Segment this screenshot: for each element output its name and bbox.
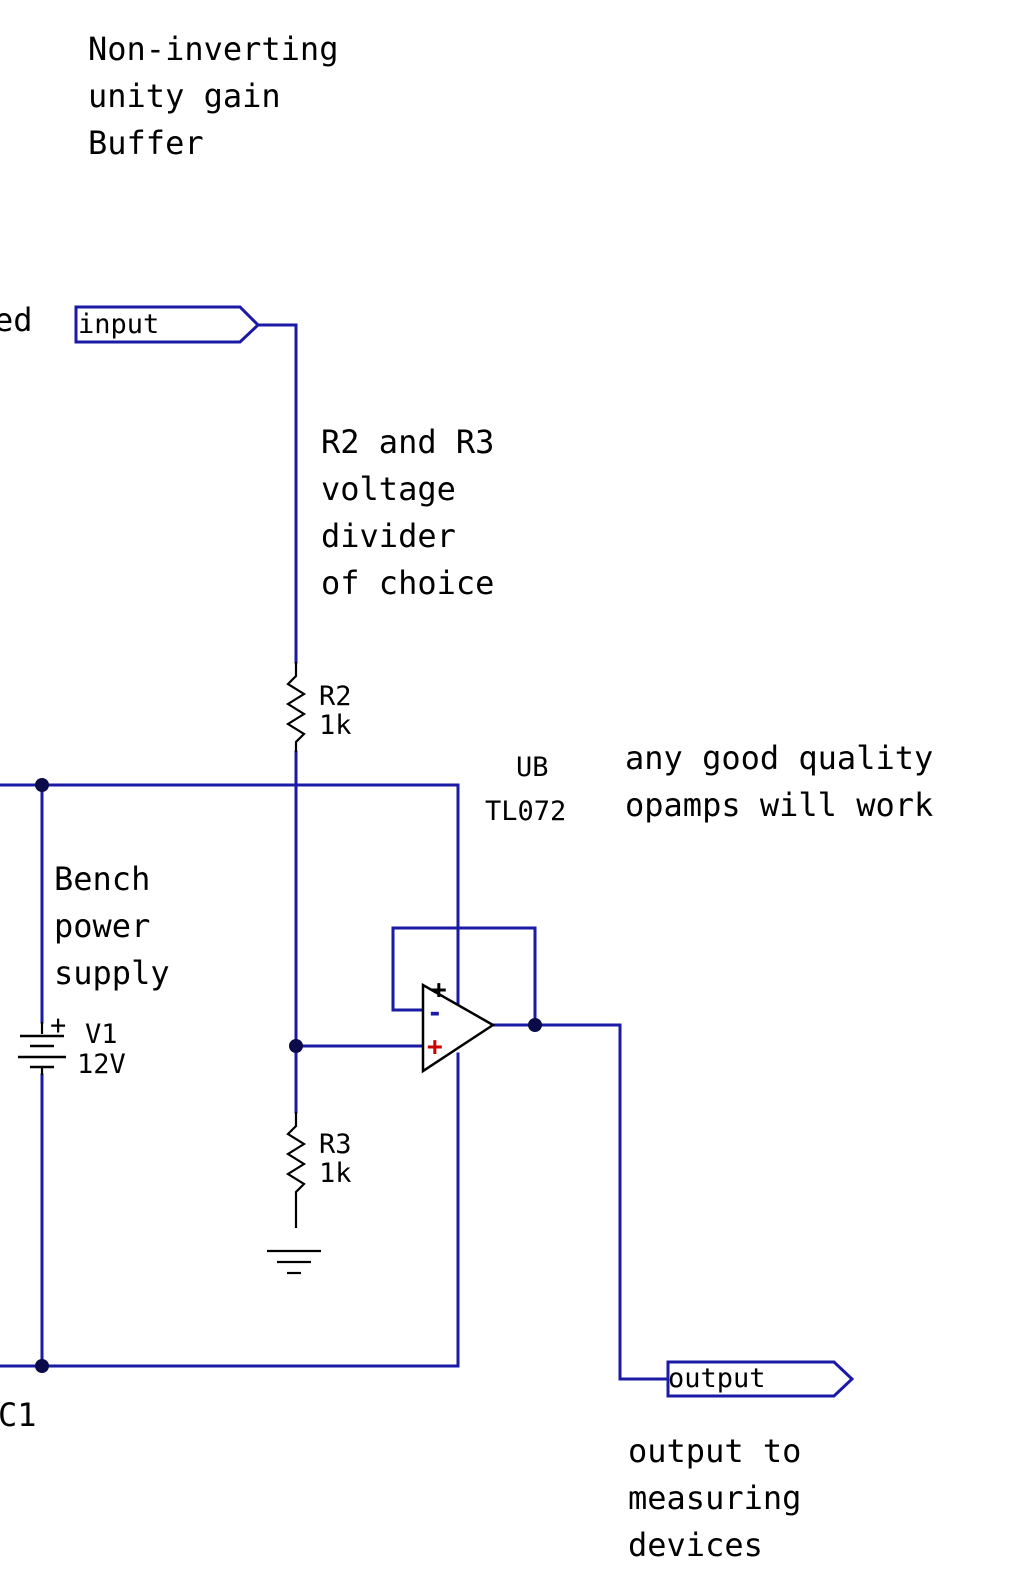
title-line-1: Non-inverting [88,30,338,68]
r3-ref-label: R3 [319,1129,352,1160]
resistor-r3[interactable] [285,1112,307,1228]
opamp-plus-pin: + [427,1032,443,1062]
opamp-note: any good quality opamps will work [625,739,933,824]
divider-line-2: voltage [321,470,456,508]
output-port[interactable]: output [666,1360,855,1398]
output-note-line-3: devices [628,1526,763,1564]
junction-dot-bottom-left [35,1359,49,1373]
battery-icon[interactable] [18,1022,66,1075]
divider-line-1: R2 and R3 [321,423,494,461]
supply-line-2: power [54,907,150,945]
wire-bottom-supply-rail [0,1052,460,1368]
supply-line-1: Bench [54,860,150,898]
resistor-r2[interactable] [285,662,307,752]
r2-ref-label: R2 [319,681,352,712]
output-port-flag[interactable] [666,1360,855,1398]
opamp-note-line-1: any good quality [625,739,933,777]
divider-line-3: divider [321,517,456,555]
opamp-part-label: TL072 [485,796,566,827]
divider-line-4: of choice [321,564,494,602]
supply-line-3: supply [54,954,170,992]
ground-icon [267,1249,321,1275]
output-note: output to measuring devices [628,1432,801,1564]
output-port-label: output [668,1363,766,1394]
v1-ref-label: V1 [85,1019,118,1050]
input-port-flag[interactable] [74,305,261,344]
r3-value-label: 1k [319,1158,352,1189]
wires [0,323,670,1381]
resistor-r2-zigzag [285,662,307,752]
title-note: Non-inverting unity gain Buffer [88,30,338,162]
output-note-line-2: measuring [628,1479,801,1517]
r2-value-label: 1k [319,710,352,741]
title-line-3: Buffer [88,124,204,162]
junctions [35,778,542,1373]
input-port[interactable]: input [74,305,261,344]
opamp-minus-pin: - [427,998,443,1028]
opamp-power-plus-pin: + [431,975,447,1005]
opamp-triangle-icon[interactable] [421,982,496,1074]
supply-note: Bench power supply [54,860,170,992]
title-line-2: unity gain [88,77,281,115]
wire-top-supply-rail [0,783,460,1012]
junction-dot-top-left [35,778,49,792]
wire-output-to-port [533,1023,670,1381]
junction-dot-output-node [528,1018,542,1032]
wire-feedback-loop [391,926,537,1027]
clipped-label-c1: C1 [0,1396,37,1434]
output-note-line-1: output to [628,1432,801,1470]
divider-note: R2 and R3 voltage divider of choice [321,423,494,602]
opamp-ref-label: UB [516,752,549,783]
v1-value-label: 12V [77,1049,126,1080]
opamp-note-line-2: opamps will work [625,786,933,824]
clipped-label-top: ed [0,301,33,339]
junction-dot-divider-node [289,1039,303,1053]
input-port-label: input [78,309,159,340]
battery-polarity-mark: + [50,1010,66,1041]
resistor-r3-zigzag [285,1112,307,1228]
wire-input-to-r2 [256,323,298,664]
